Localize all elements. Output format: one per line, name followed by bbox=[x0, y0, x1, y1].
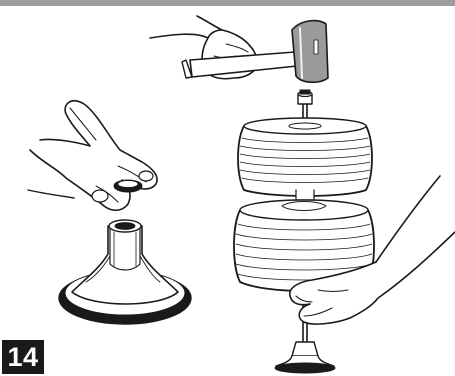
axle-foot bbox=[275, 342, 335, 373]
step-number-badge: 14 bbox=[2, 340, 44, 374]
bell-base bbox=[59, 220, 191, 324]
wheel-icon bbox=[238, 118, 372, 200]
hand-icon bbox=[28, 101, 157, 211]
